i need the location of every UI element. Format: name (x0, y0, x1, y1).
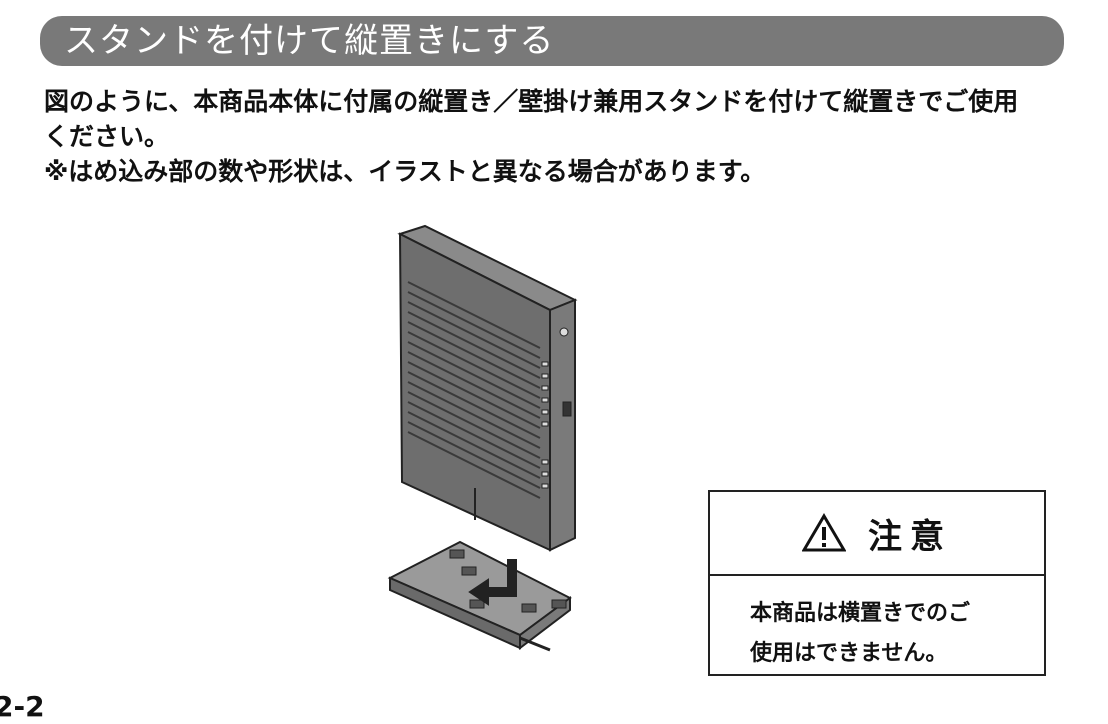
caution-header: 注意 (710, 492, 1044, 576)
intro-line-2: ください。 (44, 122, 170, 151)
section-title: スタンドを付けて縦置きにする (64, 21, 555, 61)
router-stand-illustration (387, 224, 578, 652)
insert-arrow-icon (468, 559, 517, 606)
intro-line-1: 図のように、本商品本体に付属の縦置き／壁掛け兼用スタンドを付けて縦置きでご使用 (44, 87, 1019, 116)
warning-triangle-icon (802, 513, 846, 552)
intro-note: ※はめ込み部の数や形状は、イラストと異なる場合があります。 (44, 157, 766, 186)
caution-title: 注意 (868, 516, 952, 557)
intro-text: 図のように、本商品本体に付属の縦置き／壁掛け兼用スタンドを付けて縦置きでご使用 … (44, 84, 1084, 189)
caution-line-2: 使用はできません。 (750, 641, 948, 666)
router-illustration (397, 224, 578, 552)
caution-line-1: 本商品は横置きでのご (750, 601, 971, 626)
section-title-bar: スタンドを付けて縦置きにする (40, 16, 1064, 66)
caution-box: 注意 本商品は横置きでのご 使用はできません。 (708, 490, 1046, 676)
caution-body: 本商品は横置きでのご 使用はできません。 (710, 576, 1044, 674)
page-number: 2-2 (0, 690, 45, 723)
